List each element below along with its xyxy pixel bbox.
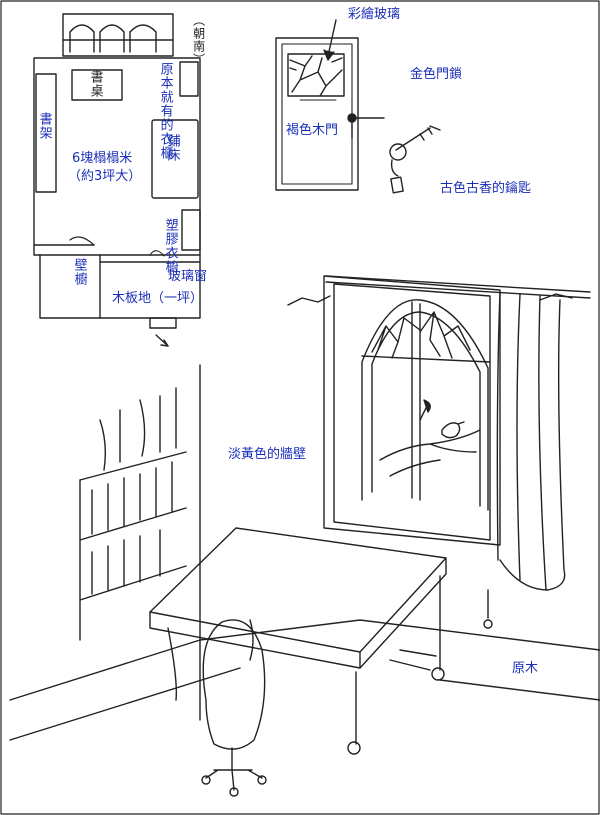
wall-color-label: 淡黃色的牆壁: [228, 447, 307, 462]
wood-label: 原木: [512, 661, 539, 676]
gold-lock-label: 金色門鎖: [410, 67, 463, 82]
plan-desk-label: 書桌: [87, 70, 103, 98]
plan-plastic-wardrobe-label: 塑膠衣櫥: [162, 218, 178, 274]
plan-bookshelf: [35, 73, 57, 193]
curtain: [496, 291, 566, 591]
brown-door-label: 褐色木門: [286, 123, 339, 138]
antique-key-label: 古色古香的鑰匙: [440, 181, 532, 196]
plan-tatami-label: 6塊榻榻米: [72, 151, 133, 166]
plan-closet-label: 壁櫥: [71, 258, 87, 286]
chair: [202, 619, 266, 750]
plan-bed: [151, 119, 199, 199]
desk: [149, 527, 447, 653]
plan-bed-label: 鋪床: [164, 134, 180, 162]
arched-window: [361, 299, 489, 511]
plan-tatami-size-label: （約3坪大）: [68, 169, 142, 184]
plan-desk: [71, 69, 123, 101]
stained-glass-label: 彩繪玻璃: [348, 7, 401, 22]
plan-south-label: （朝南）: [191, 14, 206, 66]
door-drawing: [275, 19, 441, 194]
plan-glass-window-label: 玻璃窗: [168, 269, 208, 284]
plan-existing-wardrobe-label: 原本就有的衣櫃: [157, 62, 173, 160]
window-frame: [323, 275, 501, 546]
bookcase-shelves: [79, 451, 187, 601]
plan-wood-floor-label: 木板地（一坪）: [112, 291, 204, 306]
plan-plastic-wardrobe: [181, 209, 201, 251]
plan-bookshelf-label: 書架: [36, 112, 52, 140]
plan-top-window: [62, 13, 174, 57]
floor-plan-drawing: [33, 13, 201, 347]
plan-existing-wardrobe: [179, 61, 199, 97]
